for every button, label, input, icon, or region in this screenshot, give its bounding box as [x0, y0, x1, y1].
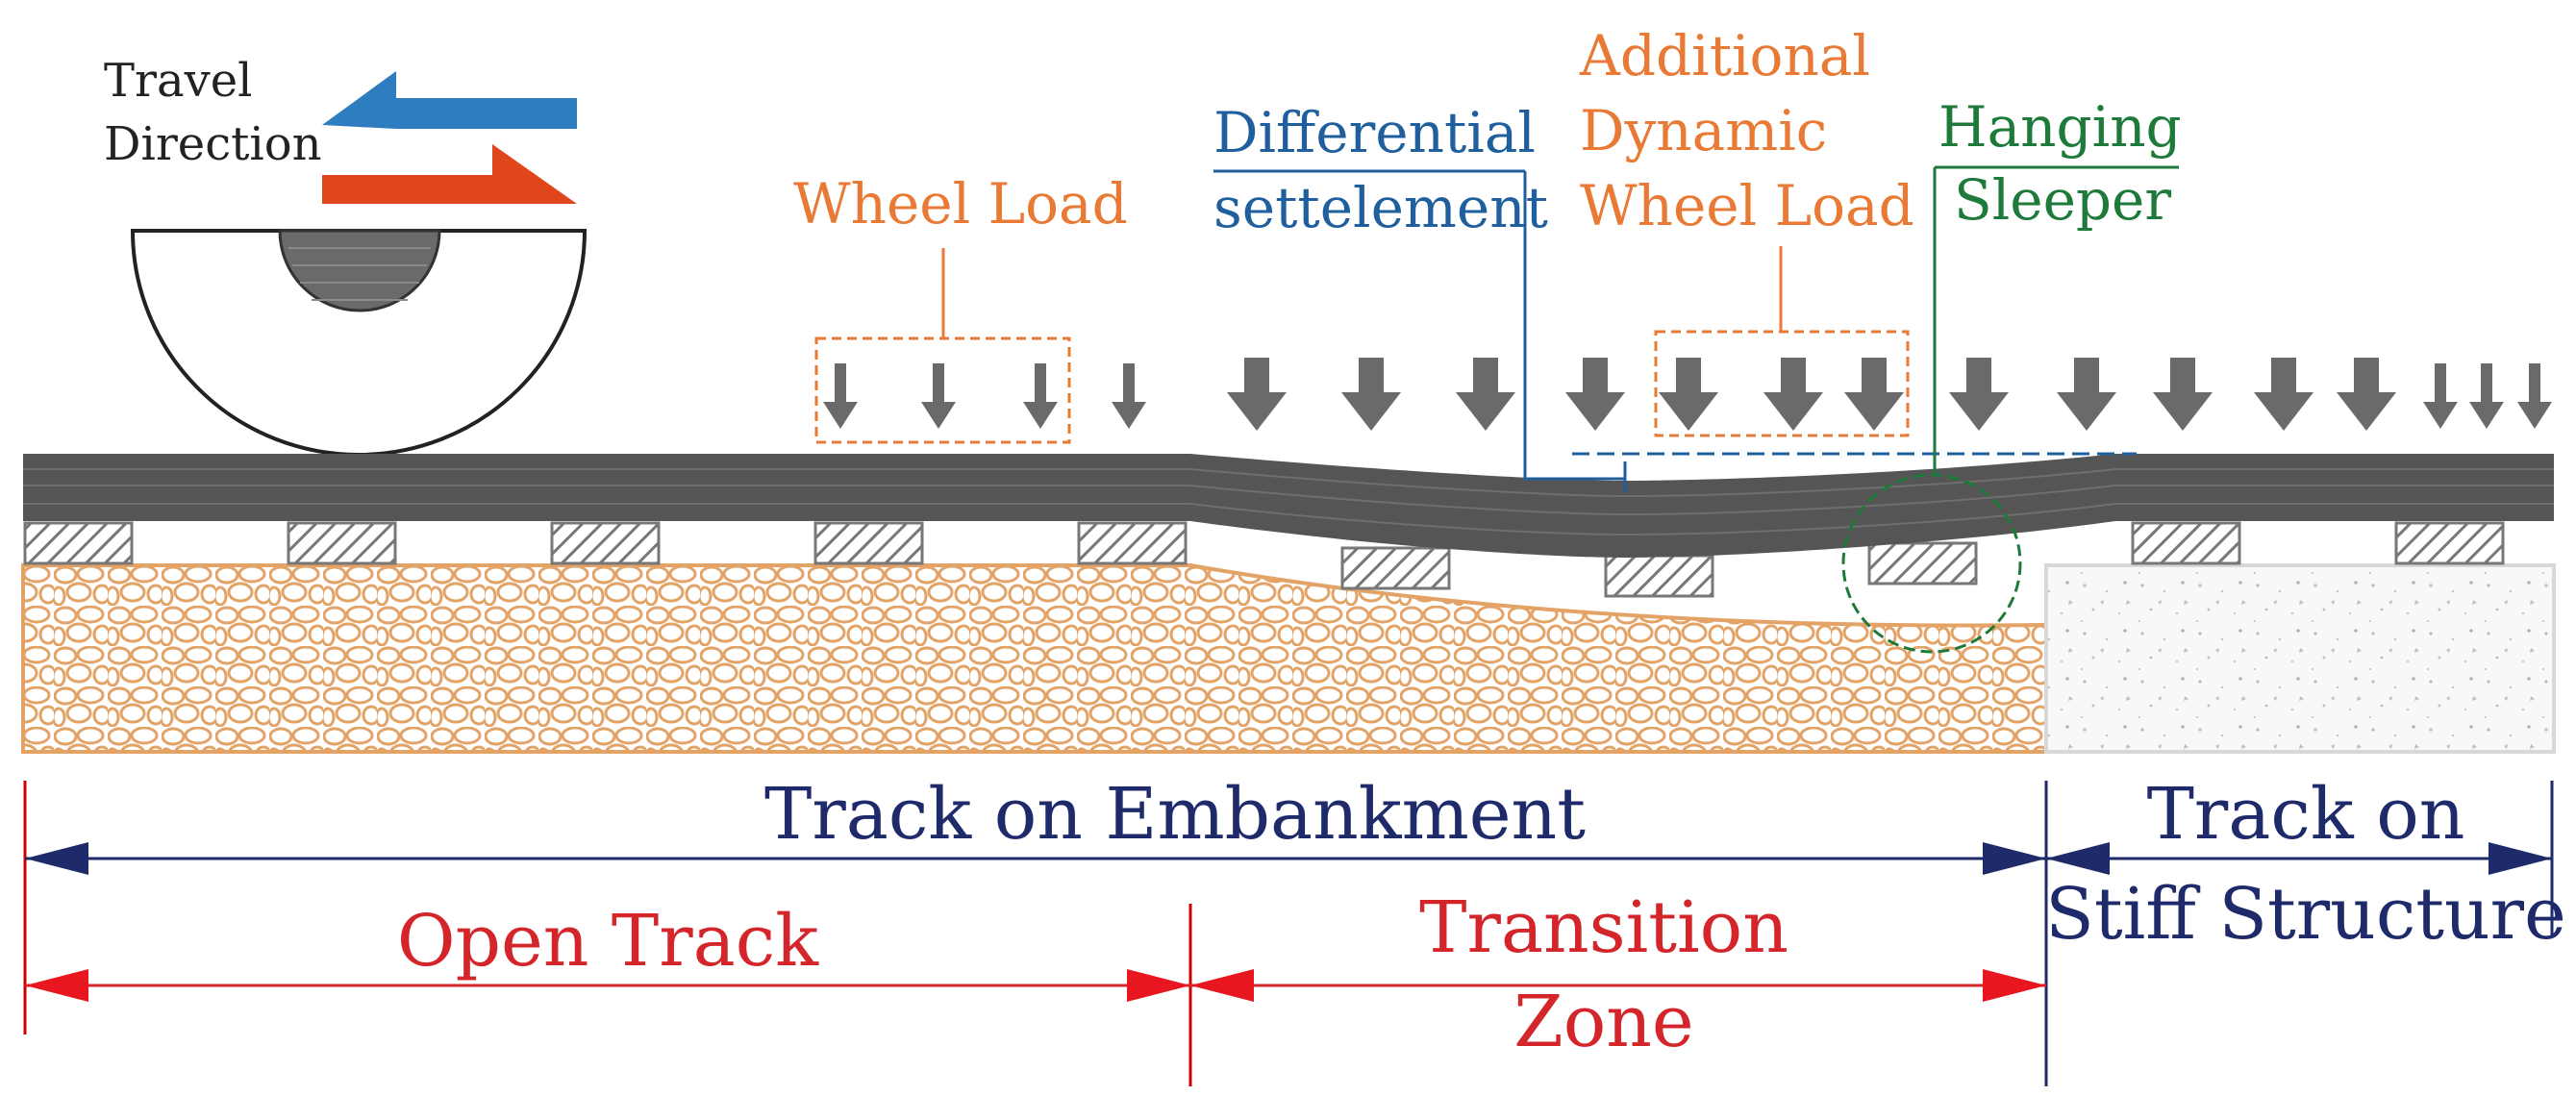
load-arrow [2057, 358, 2116, 431]
load-arrow [1456, 358, 1515, 431]
dimension-lines [23, 781, 2554, 1086]
wheel-load-callout: Wheel Load [793, 171, 1128, 444]
travel-direction: Travel Direction [104, 54, 577, 204]
load-arrow [1844, 358, 1904, 431]
load-arrow [1112, 363, 1146, 429]
sleeper [1604, 554, 1714, 598]
sleeper [1077, 521, 1188, 565]
wheel-load-arrows [823, 358, 2552, 431]
embankment-label: Track on Embankment [764, 773, 1586, 856]
additional-dynamic-load-callout: Additional Dynamic Wheel Load [1579, 23, 1914, 437]
hanging-label-line2: Sleeper [1954, 167, 2171, 233]
additional-label-line3: Wheel Load [1580, 173, 1914, 238]
sleeper [1340, 546, 1451, 590]
sleeper [2131, 521, 2241, 565]
additional-label-line1: Additional [1579, 23, 1870, 88]
sleeper [813, 521, 924, 565]
right-arrow-icon [322, 144, 577, 204]
hanging-sleeper-callout: Hanging Sleeper [1841, 94, 2182, 654]
left-arrow-icon [322, 71, 577, 129]
stiff-label-line2: Stiff Structure [2045, 873, 2566, 956]
travel-label-line1: Travel [104, 54, 252, 108]
wheel-load-label: Wheel Load [793, 171, 1128, 237]
sleeper [287, 521, 397, 565]
sleeper [550, 521, 661, 565]
load-arrow [2517, 363, 2552, 429]
stiff-label-line1: Track on [2147, 773, 2465, 856]
additional-label-line2: Dynamic [1580, 98, 1827, 163]
sleeper [23, 521, 134, 565]
load-arrow [1659, 358, 1718, 431]
load-arrow [1341, 358, 1401, 431]
transition-label-line2: Zone [1513, 981, 1693, 1063]
load-arrow [823, 363, 858, 429]
stiff-structure [2044, 563, 2556, 754]
ballast-layer [21, 563, 2048, 754]
differential-label-line1: Differential [1213, 100, 1536, 165]
load-arrow [1763, 358, 1823, 431]
travel-label-line2: Direction [104, 117, 322, 171]
differential-settlement-callout: Differential settelement [1213, 100, 2137, 492]
transition-label-line1: Transition [1419, 886, 1788, 969]
load-arrow [2469, 363, 2504, 429]
rail [23, 454, 2554, 558]
sleeper [2394, 521, 2505, 565]
wheel-icon [130, 229, 588, 457]
hanging-label-line1: Hanging [1938, 94, 2182, 160]
sleeper-hanging [1867, 541, 1978, 585]
load-arrow [1565, 358, 1625, 431]
load-arrow [1023, 363, 1058, 429]
load-arrow [2337, 358, 2396, 431]
load-arrow [1949, 358, 2009, 431]
load-arrow [1227, 358, 1287, 431]
load-arrow [921, 363, 956, 429]
sleepers [23, 521, 2505, 598]
load-arrow [2423, 363, 2458, 429]
load-arrow [2254, 358, 2313, 431]
differential-label-line2: settelement [1213, 175, 1548, 240]
open-track-label: Open Track [397, 900, 819, 983]
zone-labels: Track on Embankment Track on Stiff Struc… [397, 773, 2566, 1063]
load-arrow [2153, 358, 2213, 431]
